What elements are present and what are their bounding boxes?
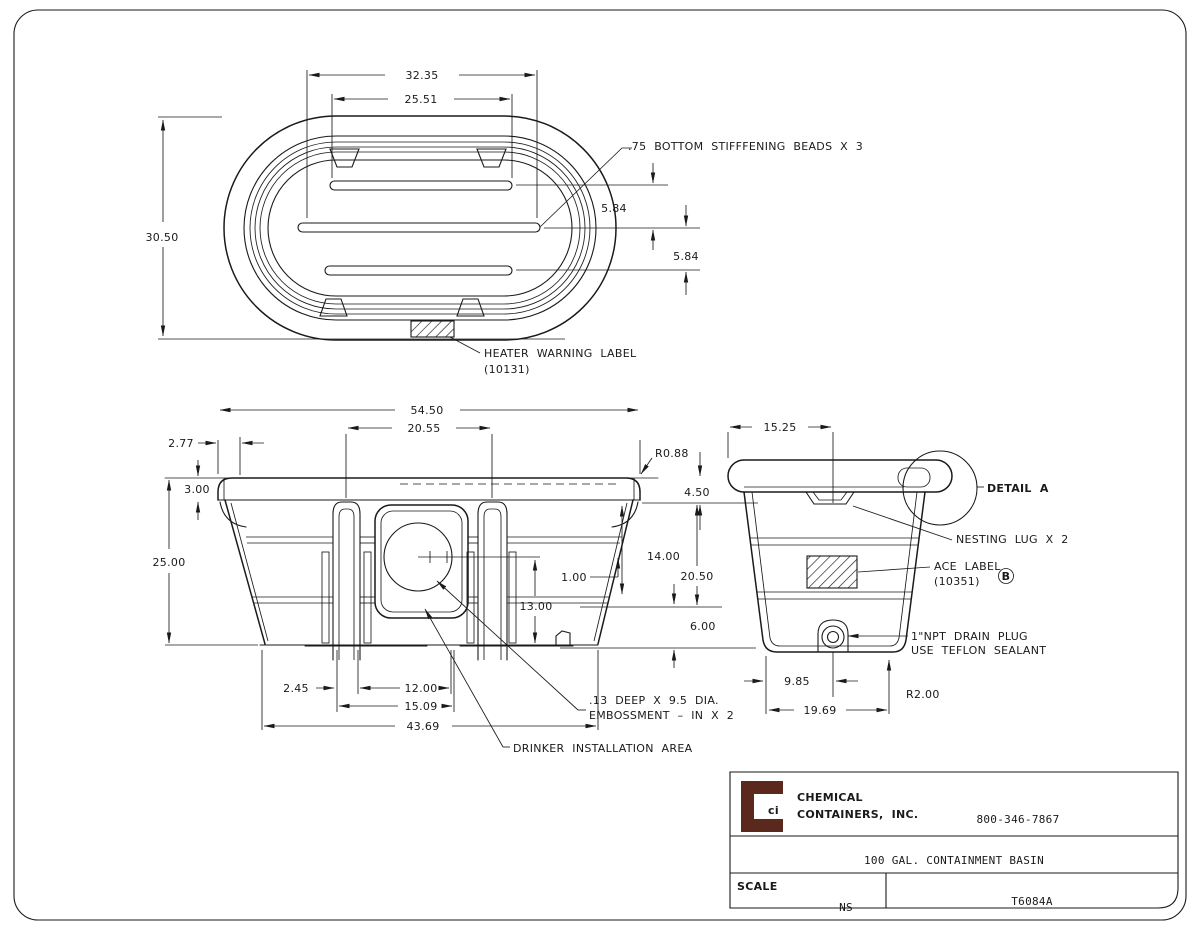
rim-section [727,459,953,493]
nesting-lug [456,298,485,317]
detail-a-circle [902,450,978,526]
callout-nesting-lug: NESTING LUG X 2 [956,533,1069,546]
sheet-border [13,9,1187,921]
dim-end-base-width: 19.69 [804,704,837,717]
drawing-number: T6084A [1011,895,1053,908]
dim-corner-radius: R0.88 [655,447,689,460]
drinker-panel [374,504,469,619]
drain-plug-inner [826,630,840,644]
front-view: 54.50 20.55 2.77 3.00 25.00 R0.88 4.50 1… [153,404,758,755]
stiffening-bead [297,222,541,233]
callout-drinker-area: DRINKER INSTALLATION AREA [513,742,693,755]
dim-channel-spacing: 20.55 [408,422,441,435]
scale-label: SCALE [737,880,778,893]
drawing-title: 100 GAL. CONTAINMENT BASIN [864,854,1044,867]
callout-detail-a: DETAIL A [987,482,1049,495]
drain-boss [817,619,849,653]
dim-lower-height: 20.50 [681,570,714,583]
dim-top-inner-width: 25.51 [405,93,438,106]
callout-stiffening-beads: .75 BOTTOM STIFFFENING BEADS X 3 [628,140,863,153]
body-section [743,491,926,653]
company-logo-text: ci [768,804,779,817]
drain-plug-outer [821,625,845,649]
stiffening-bead [324,265,513,276]
foot-detail [555,630,571,646]
dim-rim-depth: 4.50 [684,486,710,499]
company-name-line1: CHEMICAL [797,791,863,804]
dim-top-height: 30.50 [146,231,179,244]
ace-label-patch [806,555,858,589]
nesting-lug [476,148,507,168]
dim-foot-offset: 2.45 [283,682,309,695]
dim-emboss-height: 13.00 [520,600,553,613]
dim-foot-span: 15.09 [405,700,438,713]
dim-rim-height: 3.00 [184,483,210,496]
dim-drain-offset: 9.85 [784,675,810,688]
nesting-lug [329,148,360,168]
support-channel [332,501,361,661]
callout-drain-line2: USE TEFLON SEALANT [911,644,1046,657]
callout-heater-label-line2: (10131) [484,363,530,376]
dim-base-corner-radius: R2.00 [906,688,940,701]
company-phone: 800-346-7867 [976,813,1059,826]
nesting-lug-section [805,491,855,505]
dim-rim-top: 15.25 [764,421,797,434]
dim-foot-width: 12.00 [405,682,438,695]
dim-overall-height: 25.00 [153,556,186,569]
dim-overall-width: 54.50 [411,404,444,417]
dim-base-width: 43.69 [407,720,440,733]
end-view: 15.25 DETAIL A NESTING LUG X 2 ACE LABEL… [727,421,1069,717]
callout-ace-label-line1: ACE LABEL [934,560,1001,573]
circled-b-text: B [1002,570,1011,583]
company-name-line2: CONTAINERS, INC. [797,808,918,821]
callout-embossment-line1: .13 DEEP X 9.5 DIA. [589,694,719,707]
wall-bands [246,536,622,604]
callout-drain-line1: 1"NPT DRAIN PLUG [911,630,1028,643]
dim-edge-offset: 2.77 [168,437,194,450]
dim-base-height: 6.00 [690,620,716,633]
scale-value: NS [839,901,853,914]
title-block: ci CHEMICAL CONTAINERS, INC. 800-346-786… [729,771,1179,914]
nesting-lug [319,298,348,317]
dim-bead-spacing-2: 5.84 [673,250,699,263]
callout-embossment-line2: EMBOSSMENT – IN X 2 [589,709,734,722]
callout-ace-label-line2: (10351) [934,575,980,588]
support-channel [477,501,508,661]
dim-bead-spacing-1: 5.84 [601,202,627,215]
heater-warning-label-patch [410,320,455,338]
circled-b-symbol [998,568,1014,584]
dim-mid-height: 14.00 [647,550,680,563]
dim-wall: 1.00 [561,571,587,584]
stiffening-bead [329,180,513,191]
top-view: 32.35 25.51 30.50 5.84 5.84 .75 BOTTOM S… [146,69,863,376]
company-logo-mark [741,781,783,832]
callout-heater-label-line1: HEATER WARNING LABEL [484,347,637,360]
dim-top-outer-width: 32.35 [406,69,439,82]
